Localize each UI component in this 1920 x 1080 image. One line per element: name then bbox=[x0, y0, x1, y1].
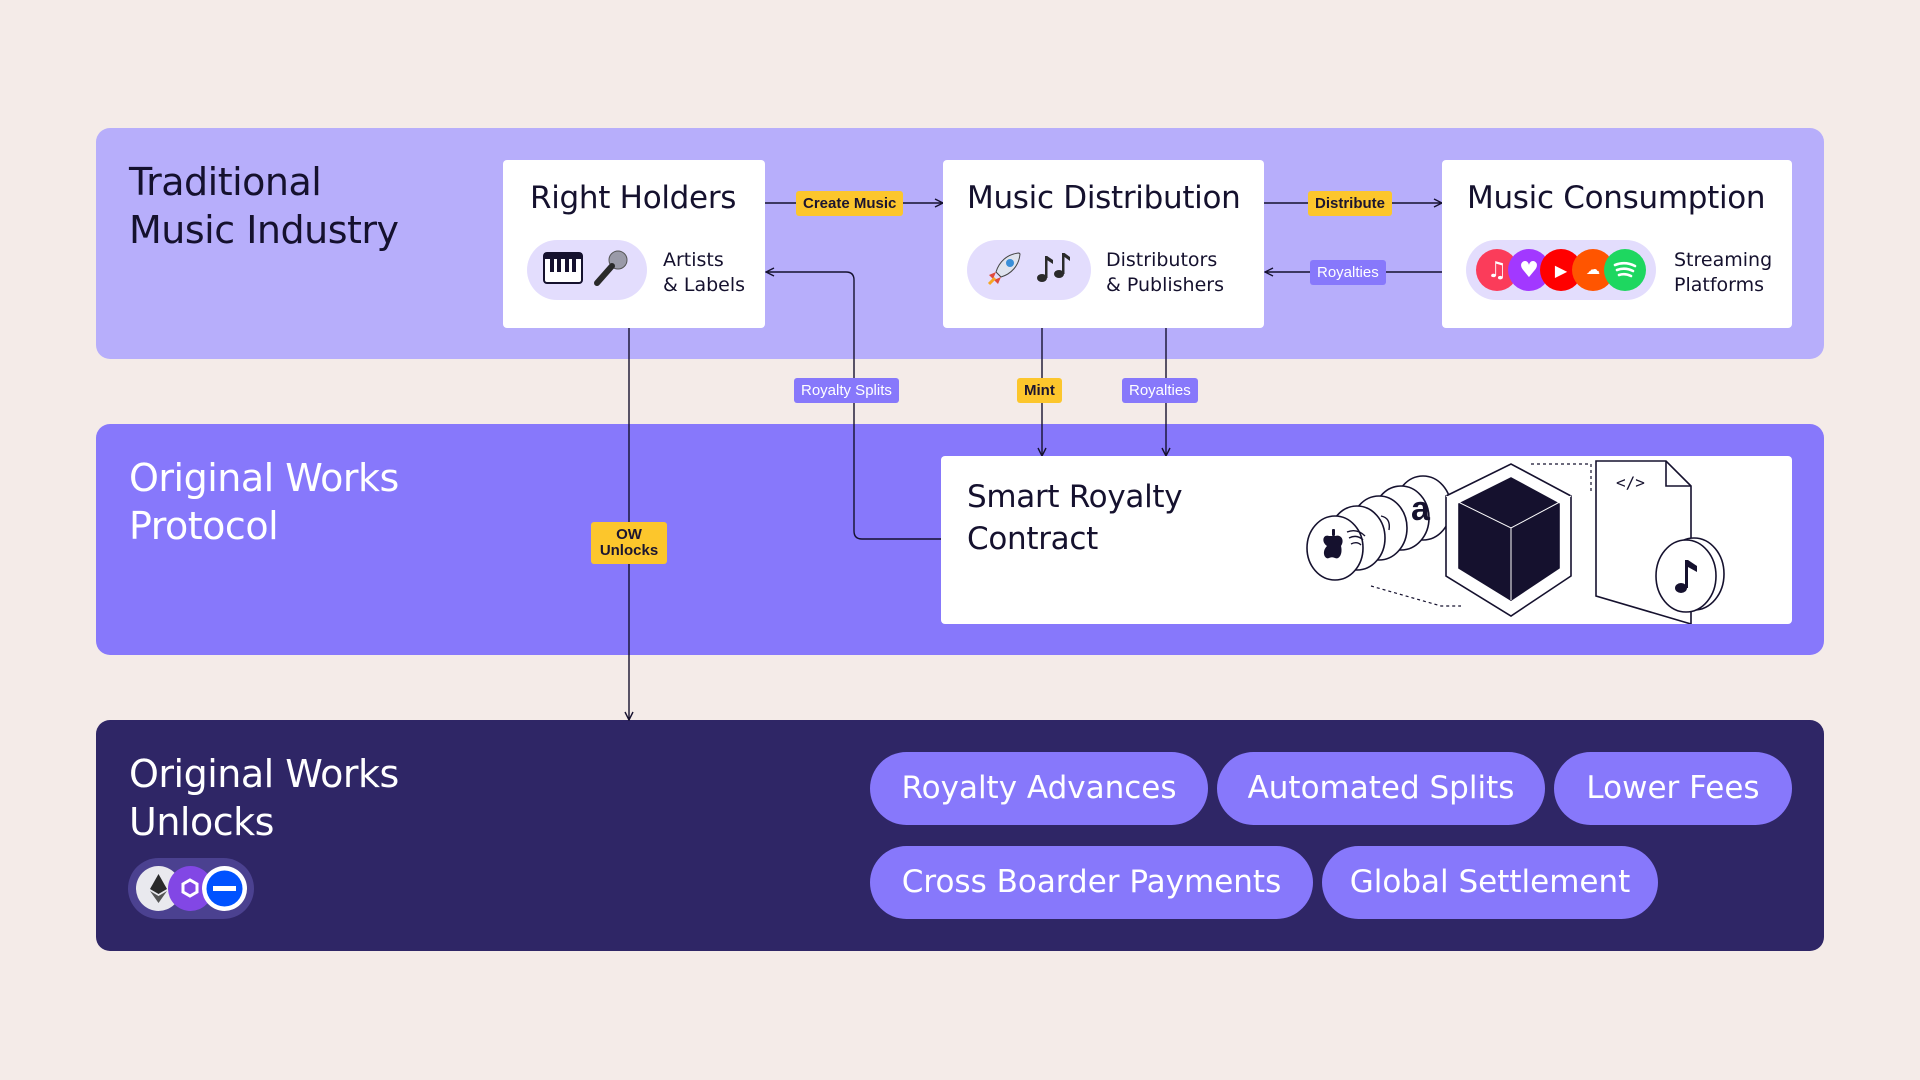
ow-unlocks-label: OW Unlocks bbox=[591, 522, 667, 564]
music-distribution-icons bbox=[967, 240, 1091, 300]
mint-label: Mint bbox=[1017, 378, 1062, 403]
streaming-icons: ♫ ♥ ▶ ☁ bbox=[1466, 240, 1656, 300]
royalties-top-label: Royalties bbox=[1310, 260, 1386, 285]
royalties-mid-label: Royalties bbox=[1122, 378, 1198, 403]
protocol-title: Original Works Protocol bbox=[129, 456, 399, 548]
benefit-chip: Lower Fees bbox=[1554, 752, 1792, 825]
contract-illustration: a </> bbox=[1306, 460, 1725, 624]
music-distribution-subtitle: Distributors & Publishers bbox=[1106, 249, 1224, 296]
music-consumption-subtitle: Streaming Platforms bbox=[1674, 249, 1773, 296]
music-consumption-card: Music Consumption ♫ ♥ ▶ ☁ Streaming Plat… bbox=[1442, 160, 1792, 328]
traditional-industry-title: Traditional Music Industry bbox=[129, 160, 399, 252]
royalty-splits-label: Royalty Splits bbox=[794, 378, 899, 403]
benefit-chip: Royalty Advances bbox=[870, 752, 1208, 825]
music-distribution-title: Music Distribution bbox=[967, 180, 1241, 216]
microphone-icon bbox=[591, 248, 631, 292]
smart-royalty-contract-card: Smart Royalty Contract a bbox=[941, 456, 1792, 624]
svg-text:</>: </> bbox=[1616, 473, 1645, 492]
right-holders-icons bbox=[527, 240, 647, 300]
right-holders-title: Right Holders bbox=[530, 180, 737, 216]
piano-icon bbox=[543, 251, 583, 289]
right-holders-subtitle: Artists & Labels bbox=[663, 249, 746, 296]
svg-text:a: a bbox=[1411, 490, 1431, 528]
benefit-chip: Automated Splits bbox=[1217, 752, 1545, 825]
right-holders-card: Right Holders Artists & Labels bbox=[503, 160, 765, 328]
base-icon bbox=[202, 866, 247, 911]
music-distribution-card: Music Distribution Distributors & Publis… bbox=[943, 160, 1264, 328]
music-notes-icon bbox=[1033, 248, 1073, 292]
benefit-chip: Global Settlement bbox=[1322, 846, 1658, 919]
benefit-chip: Cross Boarder Payments bbox=[870, 846, 1313, 919]
create-music-label: Create Music bbox=[796, 191, 904, 216]
music-consumption-title: Music Consumption bbox=[1467, 180, 1766, 216]
distribute-label: Distribute bbox=[1308, 191, 1393, 216]
rocket-icon bbox=[985, 248, 1025, 292]
crypto-icons-pill bbox=[128, 858, 254, 919]
smart-royalty-contract-title: Smart Royalty Contract bbox=[967, 479, 1183, 557]
unlocks-title: Original Works Unlocks bbox=[129, 752, 399, 844]
spotify-icon bbox=[1604, 249, 1646, 291]
